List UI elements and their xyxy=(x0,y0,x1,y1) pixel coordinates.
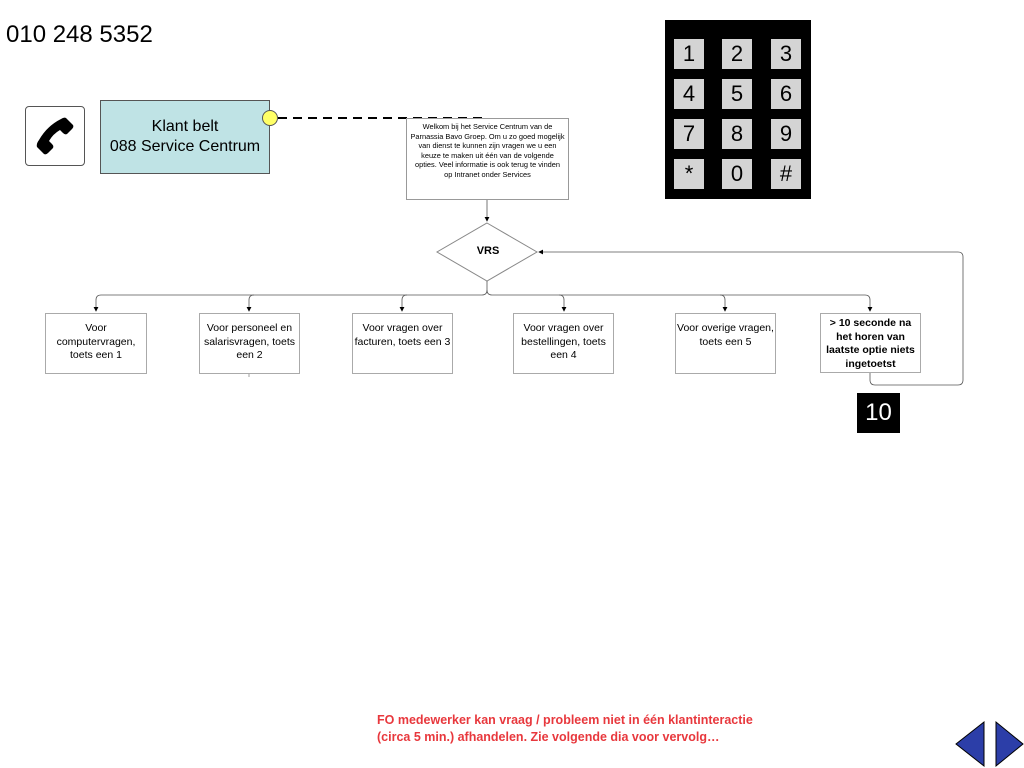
timeout-loop-line xyxy=(538,249,964,386)
previous-triangle-icon[interactable] xyxy=(955,720,985,768)
caller-line-1: Klant belt xyxy=(151,118,219,135)
telephone-handset-icon xyxy=(25,106,85,166)
key-7: 7 xyxy=(674,119,704,149)
next-triangle-icon[interactable] xyxy=(995,720,1024,768)
key-4: 4 xyxy=(674,79,704,109)
option-box-1: Voor computervragen, toets een 1 xyxy=(45,313,147,374)
option-box-5: Voor overige vragen, toets een 5 xyxy=(675,313,776,374)
caller-box: Klant belt 088 Service Centrum xyxy=(100,100,270,174)
key-2: 2 xyxy=(722,39,752,69)
vrs-branch-line xyxy=(93,281,488,312)
connector-dot xyxy=(262,110,278,126)
option-box-3: Voor vragen over facturen, toets een 3 xyxy=(352,313,453,374)
key-8: 8 xyxy=(722,119,752,149)
key-1: 1 xyxy=(674,39,704,69)
vrs-label: VRS xyxy=(476,245,500,257)
footer-note: FO medewerker kan vraag / probleem niet … xyxy=(377,713,753,744)
welcome-message-box: Welkom bij het Service Centrum van de Pa… xyxy=(406,118,569,200)
option-box-4: Voor vragen over bestellingen, toets een… xyxy=(513,313,614,374)
service-phone-number: 010 248 5352 xyxy=(6,21,153,48)
key-3: 3 xyxy=(771,39,801,69)
option-box-2: Voor personeel en salarisvragen, toets e… xyxy=(199,313,300,374)
caller-line-2: 088 Service Centrum xyxy=(109,138,261,155)
key-0: 0 xyxy=(722,159,752,189)
timeout-option-box: > 10 seconde na het horen van laatste op… xyxy=(820,313,921,373)
key-9: 9 xyxy=(771,119,801,149)
timer-badge: 10 xyxy=(857,393,900,433)
phone-keypad: 1 2 3 4 5 6 7 8 9 * 0 # xyxy=(665,20,811,199)
key-5: 5 xyxy=(722,79,752,109)
key-star: * xyxy=(674,159,704,189)
key-6: 6 xyxy=(771,79,801,109)
key-hash: # xyxy=(771,159,801,189)
